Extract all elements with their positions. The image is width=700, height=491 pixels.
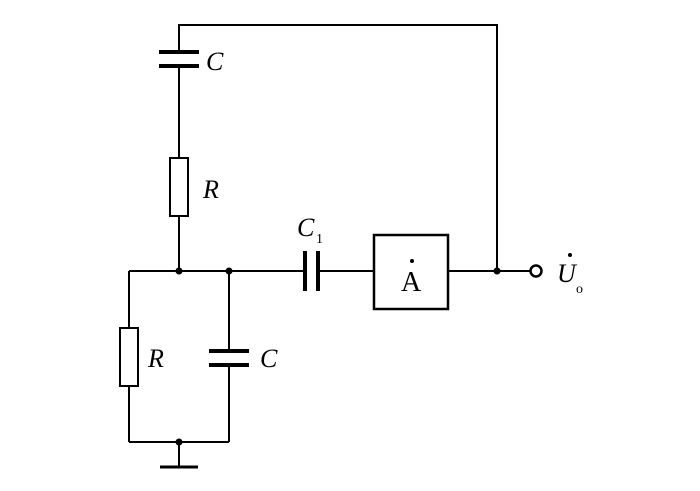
output-label: U — [557, 259, 578, 288]
amplifier-block — [372, 233, 450, 311]
capacitor-coupling-subscript: 1 — [316, 232, 323, 247]
capacitor-top — [159, 44, 199, 158]
resistor-bottom — [119, 271, 139, 442]
ground-symbol — [129, 438, 229, 469]
output-wire — [448, 264, 543, 278]
output-subscript: o — [576, 282, 583, 297]
main-node-wire — [129, 267, 305, 275]
capacitor-bottom — [209, 271, 249, 442]
resistor-bottom-label: R — [147, 344, 164, 373]
resistor-top-label: R — [202, 175, 219, 204]
output-label-group: U o — [557, 253, 583, 297]
capacitor-coupling — [303, 251, 374, 291]
feedback-path — [178, 24, 498, 271]
capacitor-bottom-label: C — [260, 344, 278, 373]
capacitor-top-label: C — [206, 47, 224, 76]
amplifier-label: A — [401, 267, 422, 298]
resistor-top — [169, 157, 189, 271]
capacitor-coupling-label: C — [297, 213, 315, 242]
